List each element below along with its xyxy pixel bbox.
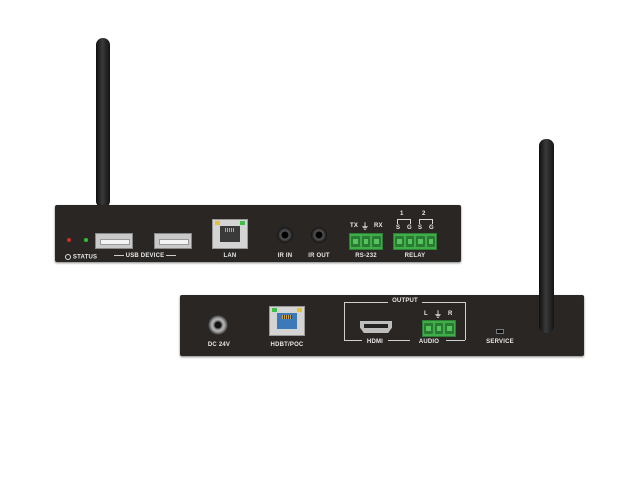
usb-port-2 bbox=[154, 233, 192, 249]
rs232-label: RS-232 bbox=[355, 253, 377, 259]
hdbt-led-green bbox=[272, 308, 277, 312]
relay-pin-label: G bbox=[407, 225, 412, 231]
lan-led-green bbox=[240, 221, 245, 225]
output-frame-left bbox=[344, 302, 345, 340]
service-label: SERVICE bbox=[486, 339, 514, 345]
status-button-icon bbox=[65, 254, 71, 260]
ir-in-label: IR IN bbox=[277, 253, 293, 259]
ground-symbol-icon: ⏚ bbox=[434, 310, 443, 319]
audio-label: AUDIO bbox=[418, 339, 440, 345]
relay-terminal-block bbox=[393, 233, 437, 250]
status-label-group: STATUS bbox=[65, 254, 97, 261]
ground-symbol-icon: ⏚ bbox=[361, 222, 370, 231]
relay-1-bracket bbox=[397, 219, 411, 224]
output-frame-bottom-1 bbox=[344, 340, 362, 341]
status-label: STATUS bbox=[72, 254, 98, 261]
output-frame-bottom-2 bbox=[388, 340, 410, 341]
ir-out-label: IR OUT bbox=[308, 253, 330, 259]
service-port bbox=[496, 329, 504, 334]
output-frame-right bbox=[465, 302, 466, 340]
output-frame-bottom-3 bbox=[446, 340, 465, 341]
wifi-antenna-top-unit bbox=[96, 38, 110, 208]
relay-pin-label: S bbox=[396, 225, 401, 231]
hdbt-led-yellow bbox=[297, 308, 302, 312]
audio-l-label: L bbox=[424, 311, 428, 317]
relay-2-label: 2 bbox=[422, 211, 426, 217]
dc-power-jack bbox=[208, 315, 228, 335]
dc-24v-label: DC 24V bbox=[207, 342, 231, 348]
usb-device-label: USB DEVICE bbox=[125, 253, 165, 259]
lan-label: LAN bbox=[223, 253, 237, 259]
relay-1-label: 1 bbox=[400, 211, 404, 217]
receiver-unit-rear-panel: STATUS USB DEVICE LAN IR IN IR OUT TX ⏚ … bbox=[55, 205, 461, 262]
audio-r-label: R bbox=[448, 311, 453, 317]
usb-port-1 bbox=[95, 233, 133, 249]
hdmi-label: HDMI bbox=[366, 339, 384, 345]
rs232-tx-label: TX bbox=[350, 223, 359, 229]
transmitter-unit-rear-panel: DC 24V HDBT/POC OUTPUT HDMI L ⏚ R AUDIO … bbox=[180, 295, 584, 356]
relay-label: RELAY bbox=[404, 253, 426, 259]
relay-pin-label: S bbox=[418, 225, 423, 231]
status-led-red bbox=[67, 238, 71, 242]
hdmi-output-port bbox=[360, 321, 392, 333]
audio-terminal-block bbox=[422, 320, 456, 337]
relay-pin-label: G bbox=[429, 225, 434, 231]
lan-led-yellow bbox=[215, 221, 220, 225]
output-bracket-right bbox=[422, 302, 466, 303]
hdbt-poc-port bbox=[269, 306, 305, 336]
output-bracket-left bbox=[344, 302, 388, 303]
lan-port bbox=[212, 219, 248, 249]
usb-device-label-group: USB DEVICE bbox=[105, 253, 185, 259]
rs232-rx-label: RX bbox=[374, 223, 383, 229]
rs232-terminal-block bbox=[349, 233, 383, 250]
wifi-antenna-bottom-unit bbox=[539, 139, 554, 333]
ir-out-jack bbox=[311, 227, 327, 243]
status-led-green bbox=[84, 238, 88, 242]
output-label: OUTPUT bbox=[392, 298, 418, 304]
ir-in-jack bbox=[277, 227, 293, 243]
hdbt-poc-label: HDBT/POC bbox=[270, 342, 304, 348]
relay-2-bracket bbox=[419, 219, 433, 224]
